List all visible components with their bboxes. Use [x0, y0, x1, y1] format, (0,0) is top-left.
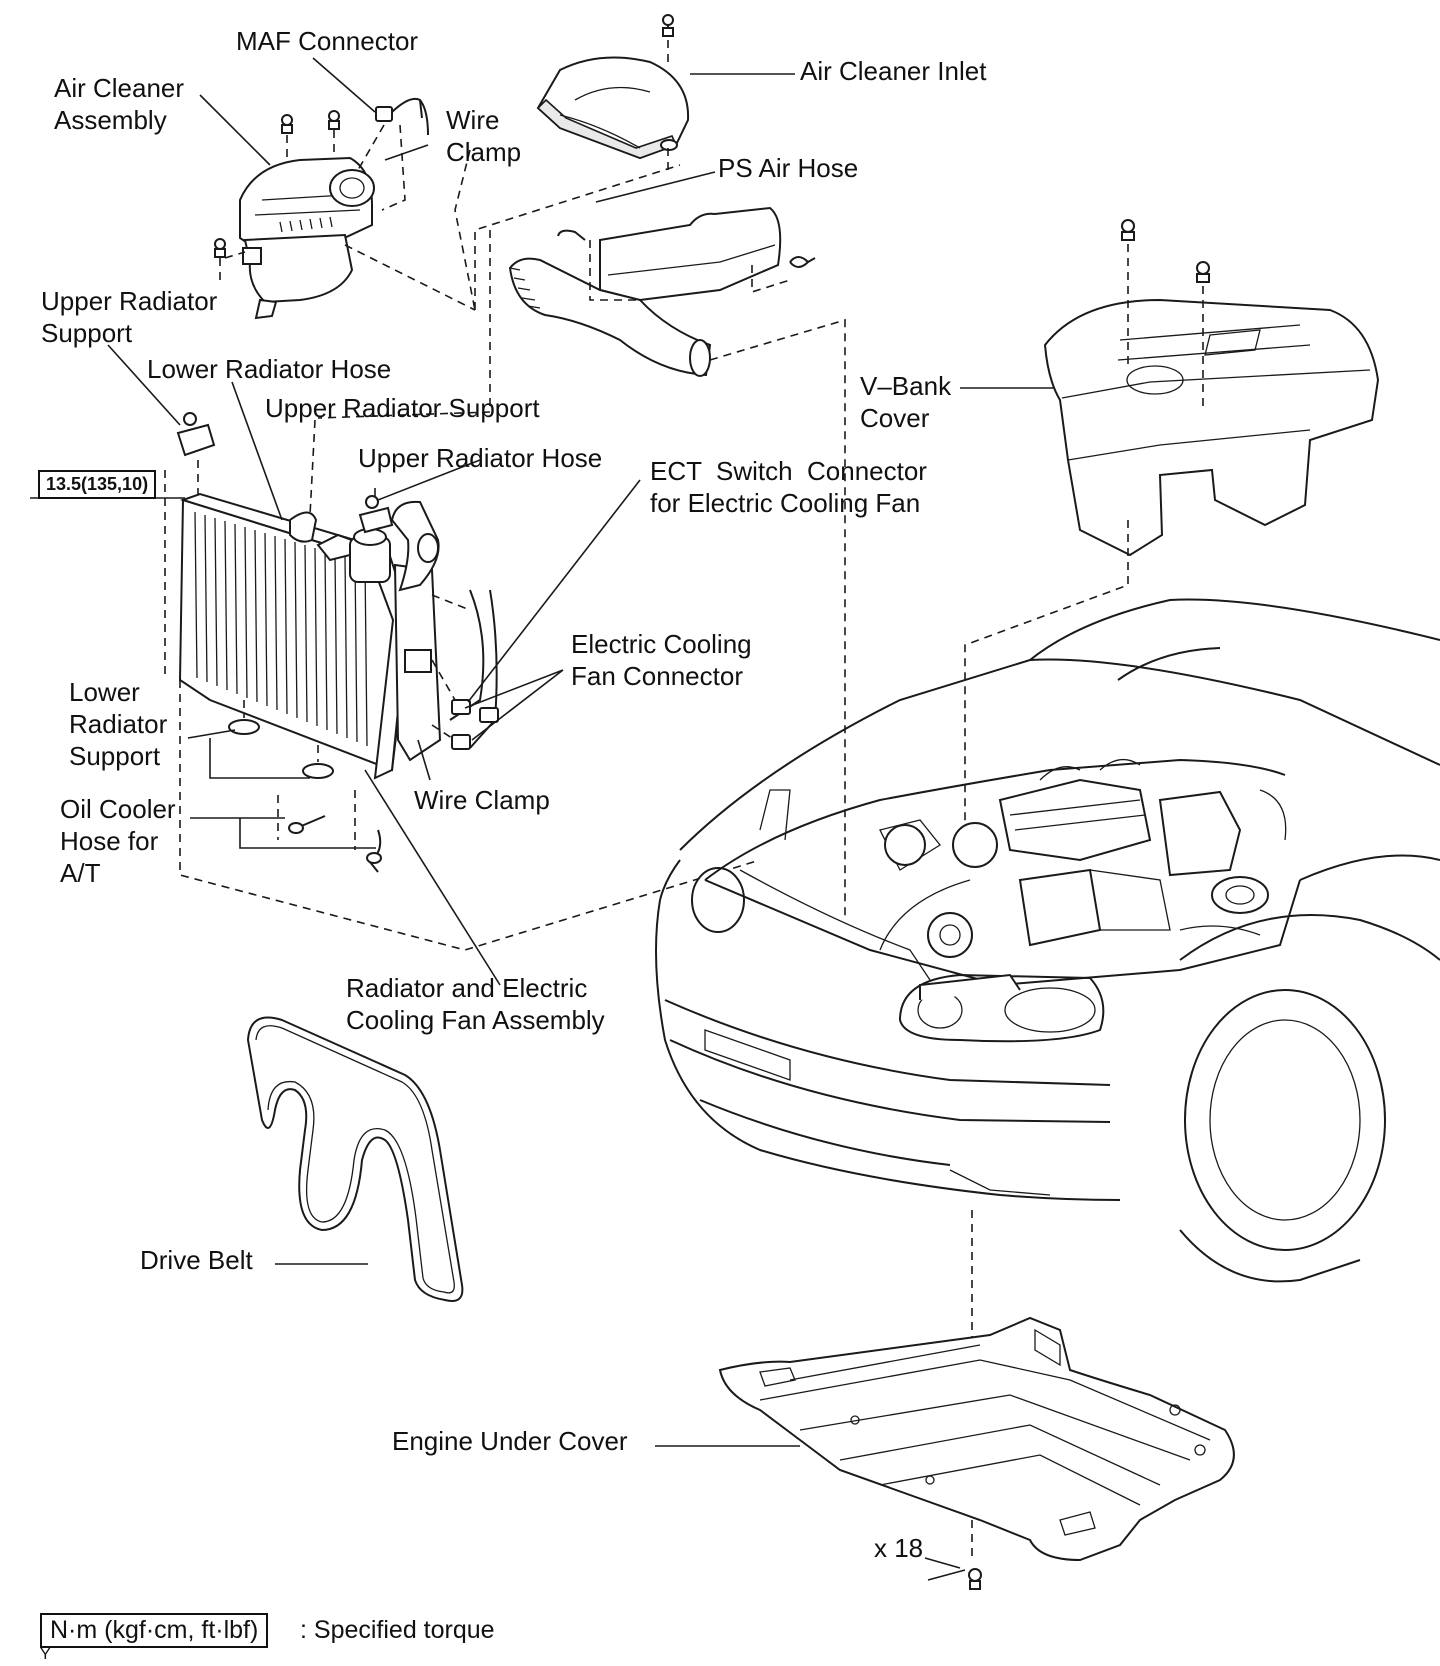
electric-cooling-fan-connector-label: Electric Cooling Fan Connector	[571, 629, 752, 691]
ect-switch-connector-label: ECT Switch Connector for Electric Coolin…	[650, 456, 927, 518]
v-bank-cover-part	[1043, 298, 1380, 557]
air-cleaner-inlet-label: Air Cleaner Inlet	[800, 56, 987, 86]
air-cleaner-assembly-part	[239, 156, 375, 320]
lower-radiator-support-label: Lower Radiator Support	[69, 677, 168, 771]
oil-cooler-hose-part	[288, 815, 382, 873]
upper-radiator-support-label: Upper Radiator Support	[265, 393, 540, 423]
bolt-icon	[968, 1568, 982, 1590]
maf-connector-label: MAF Connector	[236, 26, 419, 56]
vehicle-front-part	[655, 598, 1440, 1283]
lower-radiator-hose-part	[289, 511, 318, 543]
bolt-icon	[214, 238, 226, 258]
nut-icon	[1121, 219, 1135, 241]
bolt-icon	[662, 14, 674, 37]
v-bank-cover-label: V–Bank Cover	[860, 371, 952, 433]
torque-spec-box: 13.5(135,10)	[38, 470, 157, 499]
air-cleaner-inlet-part	[536, 56, 690, 160]
wire-clamp-top-label: Wire Clamp	[446, 105, 522, 167]
upper-radiator-support-left-label: Upper Radiator Support	[41, 286, 218, 348]
ps-air-hose-label: PS Air Hose	[718, 153, 859, 183]
figure-code: Y	[40, 1646, 51, 1663]
nut-icon	[1196, 261, 1210, 283]
radiator-fan-assembly-label: Radiator and Electric Cooling Fan Assemb…	[346, 973, 605, 1035]
electric-cooling-fan-connector-part	[449, 589, 499, 750]
engine-under-cover-part	[718, 1316, 1235, 1562]
bolt-icon	[281, 114, 293, 134]
oil-cooler-hose-label: Oil Cooler Hose for A/T	[60, 794, 176, 888]
lower-radiator-hose-label: Lower Radiator Hose	[147, 354, 392, 384]
bolt-icon	[328, 110, 340, 130]
upper-radiator-support-bracket	[176, 412, 216, 457]
lower-radiator-support-part	[228, 719, 334, 779]
maf-connector-part	[375, 97, 429, 136]
leader-lines	[30, 57, 1055, 1581]
air-cleaner-assembly-label: Air Cleaner Assembly	[54, 73, 185, 135]
bolt-count-label: x 18	[874, 1533, 924, 1563]
drive-belt-label: Drive Belt	[140, 1245, 253, 1275]
upper-radiator-hose-part	[390, 500, 440, 592]
engine-under-cover-label: Engine Under Cover	[392, 1426, 628, 1456]
upper-radiator-support-bracket	[358, 495, 394, 534]
torque-unit-legend-box: N·m (kgf·cm, ft·lbf)	[40, 1613, 269, 1648]
upper-radiator-hose-label: Upper Radiator Hose	[358, 443, 603, 473]
wire-clamp-bottom-label: Wire Clamp	[414, 785, 550, 815]
drive-belt-part	[246, 1016, 464, 1302]
ps-air-hose-part	[508, 206, 816, 377]
radiator-part	[178, 492, 442, 780]
torque-legend-text: : Specified torque	[300, 1616, 495, 1644]
